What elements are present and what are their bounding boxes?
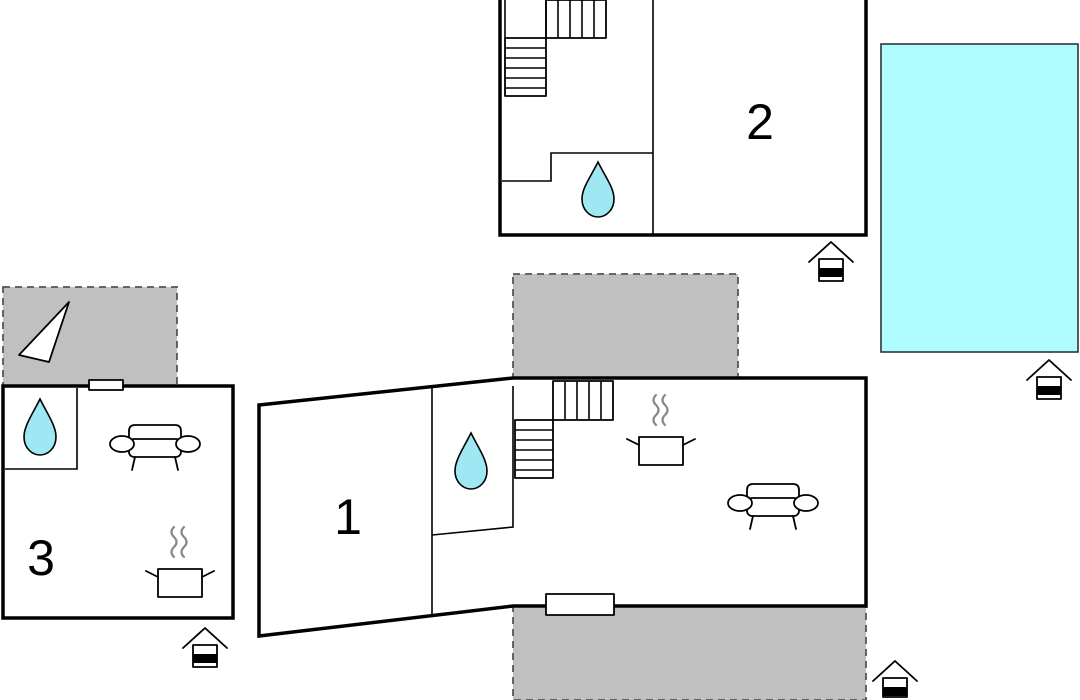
sofa-icon bbox=[109, 424, 201, 471]
fireplace-icon bbox=[18, 301, 70, 363]
kitchen-pot-icon bbox=[145, 525, 215, 598]
stairs-icon bbox=[514, 380, 614, 479]
entrance-icon bbox=[182, 627, 228, 668]
unit-3-plan: 3 bbox=[1, 301, 235, 620]
unit-1-label: 1 bbox=[334, 489, 362, 545]
kitchen-pot-icon bbox=[626, 393, 696, 466]
bathroom-water-drop-icon bbox=[23, 397, 57, 456]
window bbox=[88, 379, 124, 391]
unit-2-label: 2 bbox=[746, 94, 774, 150]
unit-2-plan: 2 bbox=[498, 0, 868, 237]
terrace-area-top-center bbox=[512, 273, 739, 379]
stairs-icon bbox=[504, 0, 607, 97]
entrance-icon bbox=[872, 660, 918, 698]
bathroom-water-drop-icon bbox=[454, 431, 488, 490]
entrance-icon bbox=[808, 241, 854, 282]
terrace-area-bottom bbox=[512, 605, 867, 700]
bathroom-water-drop-icon bbox=[581, 160, 615, 218]
terrace-area-top-left bbox=[2, 286, 178, 387]
sofa-icon bbox=[727, 483, 819, 530]
window bbox=[545, 593, 615, 616]
swimming-pool bbox=[880, 43, 1079, 353]
unit-1-plan: 1 bbox=[257, 376, 868, 638]
unit-3-label: 3 bbox=[27, 530, 55, 586]
entrance-icon bbox=[1026, 359, 1072, 400]
